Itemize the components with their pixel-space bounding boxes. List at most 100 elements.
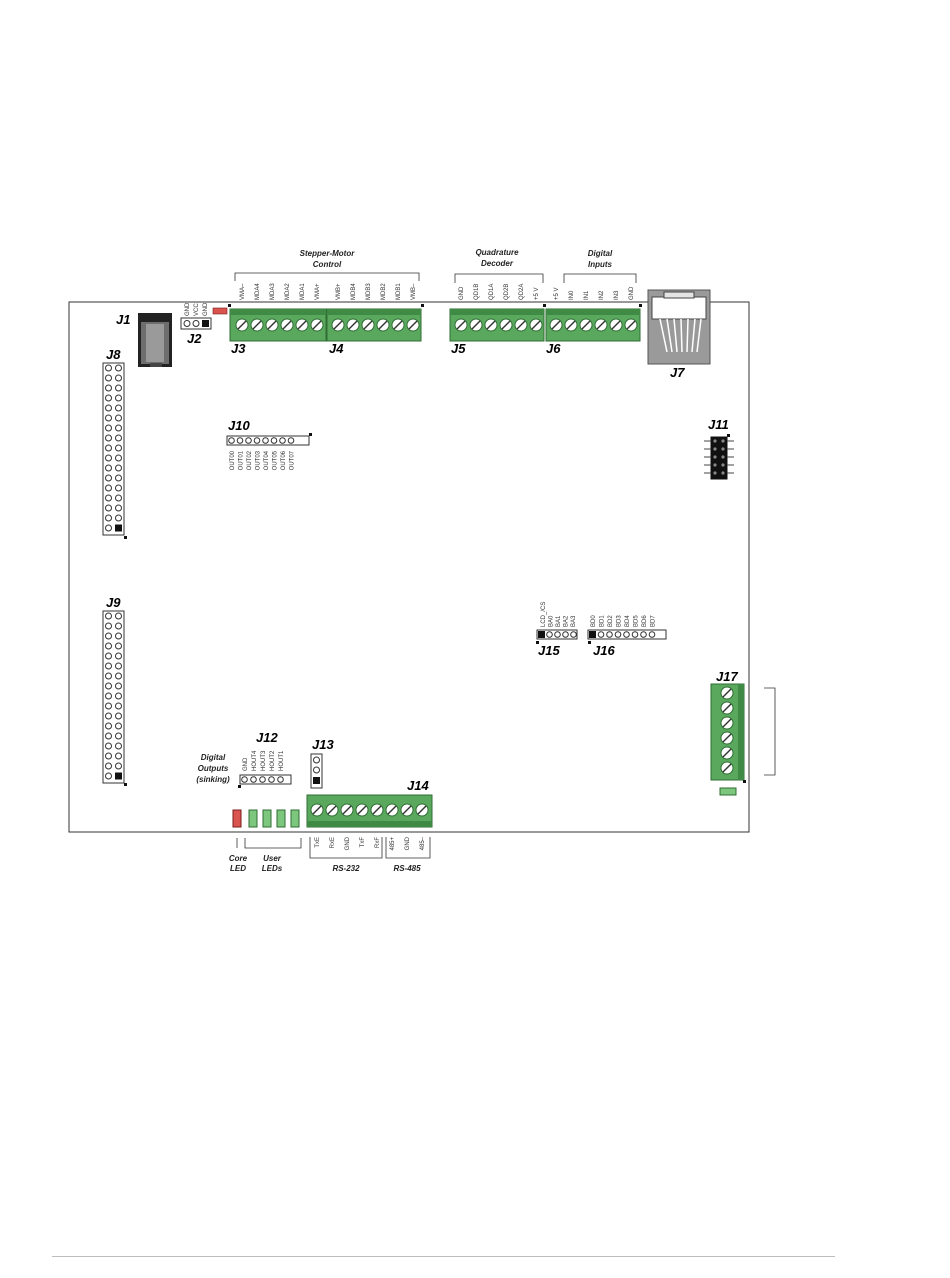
j13-label: J13 [312,737,334,752]
pin-label: MDB3 [366,283,372,300]
j17-label: J17 [716,669,738,684]
pin-label: BA0 [549,615,555,627]
terminal-screw [265,318,279,332]
header-pin [268,776,275,783]
terminal-screw [514,318,528,332]
user-leds-label-line1: User [263,854,282,863]
header-pin [236,437,244,444]
terminal-screw [720,746,734,760]
header-pin [105,424,112,432]
header-pin [105,524,112,532]
header-pin [115,484,122,492]
header-pin [105,702,112,710]
terminal-screw [529,318,543,332]
pin-1-square [589,631,596,638]
header-pin [279,437,286,444]
core-led [232,809,242,828]
header-pin [105,722,112,730]
j17-status-led [719,787,737,796]
header-pin [105,474,112,482]
header-pin [105,364,112,372]
pin-label: 485– [420,836,426,850]
header-pin [115,454,122,462]
header-pin [105,484,112,492]
header-pin [115,612,122,620]
terminal-screw [391,318,405,332]
header-pin [115,434,122,442]
header-pin [115,464,122,472]
quadrature-title-line1: Quadrature [475,248,519,257]
header-pin [115,444,122,452]
user-led [262,809,272,828]
header-pin [245,437,252,444]
terminal-screw [720,686,734,700]
user-leds [248,809,300,828]
j10-label: J10 [228,418,250,433]
pin-label: HOUT4 [252,750,258,771]
pin-label: MDA1 [300,283,306,300]
j1-power-jack [138,313,172,367]
terminal-screw [549,318,563,332]
header-pin [614,631,622,638]
header-pin [554,631,561,638]
header-pin [105,682,112,690]
terminal-screw [499,318,513,332]
pin-label: BA3 [571,615,577,627]
pin-label: GND [405,836,411,850]
terminal-screw [325,803,339,817]
header-pin [115,622,122,630]
j3-label: J3 [231,341,246,356]
header-pin [115,642,122,650]
header-pin [115,662,122,670]
svg-text:GND: GND [203,302,209,316]
header-pin [105,404,112,412]
digital-inputs-bracket [563,273,637,283]
j8-label: J8 [106,347,121,362]
terminal-screw [469,318,483,332]
pin-label: QD1A [489,284,495,300]
pin-label: GND [345,836,351,850]
header-pin [115,702,122,710]
header-pin [640,631,647,638]
terminal-screw [594,318,608,332]
header-pin [115,384,122,392]
header-pin [115,364,122,372]
pin-label: OUT00 [230,450,236,470]
pin-label: TxF [360,837,366,848]
header-pin [105,454,112,462]
pin-label: GND [243,757,249,771]
pin-label: IN0 [569,290,575,300]
header-pin [259,776,266,783]
pin-label: RxE [330,837,336,848]
header-pin [105,622,112,630]
pin-1-square [115,772,122,780]
header-pin [597,631,605,638]
pin-1-square [538,631,545,638]
terminal-screw [720,716,734,730]
header-pin [115,652,122,660]
pin-label: +5 V [554,287,560,300]
pin-label: BD5 [634,615,640,627]
j11-label: J11 [708,417,729,432]
header-pin [546,631,553,638]
header-pin [631,631,639,638]
terminal-screw [415,803,429,817]
rs232-bracket [309,837,383,859]
terminal-screw [331,318,345,332]
rs232-label: RS-232 [332,864,360,873]
svg-text:GND: GND [185,302,191,316]
header-pin [287,437,295,444]
pin-label: MDB2 [381,283,387,300]
j16-label: J16 [593,643,615,658]
header-pin [115,414,122,422]
terminal-screw [310,318,324,332]
header-pin [115,374,122,382]
header-pin [105,732,112,740]
header-pin [105,752,112,760]
j7-rj45-jack [647,289,711,365]
header-pin [115,494,122,502]
header-pin [115,732,122,740]
